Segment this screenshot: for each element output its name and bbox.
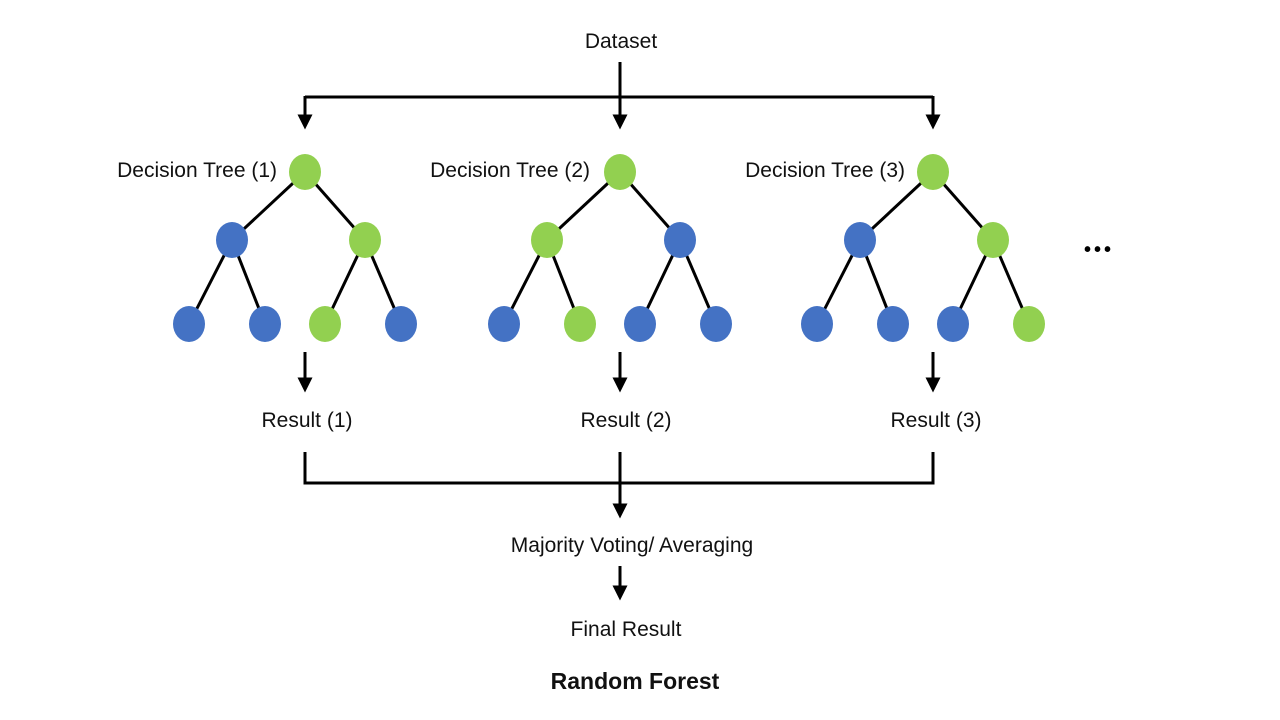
decision-tree-3 [801,154,1045,393]
results-merge-connector [303,452,935,601]
tree-node [977,222,1009,258]
tree-node [531,222,563,258]
result2-label: Result (2) [580,409,672,432]
tree-node-root [917,154,949,190]
tree-node-leaf [877,306,909,342]
tree-node-leaf [309,306,341,342]
tree-node-leaf [385,306,417,342]
diagram-title: Random Forest [550,668,720,694]
tree-node-leaf [801,306,833,342]
tree-node-root [604,154,636,190]
tree-node [349,222,381,258]
tree2-label: Decision Tree (2) [430,159,590,182]
tree-node-leaf [249,306,281,342]
tree-node [664,222,696,258]
decision-tree-2 [488,154,732,393]
tree-node-leaf [624,306,656,342]
tree-node-leaf [488,306,520,342]
aggregation-label: Majority Voting/ Averaging [510,534,754,557]
dataset-label: Dataset [584,30,658,53]
tree-node-leaf [700,306,732,342]
result1-label: Result (1) [261,409,353,432]
dataset-split-connector [297,62,941,130]
tree-node-leaf [1013,306,1045,342]
tree-node-leaf [937,306,969,342]
tree-node [216,222,248,258]
tree-node-leaf [564,306,596,342]
tree3-label: Decision Tree (3) [745,159,905,182]
tree-node [844,222,876,258]
result3-label: Result (3) [890,409,982,432]
final-result-label: Final Result [570,618,682,641]
decision-tree-1 [173,154,417,393]
more-trees-ellipsis: ••• [1084,239,1115,261]
tree-node-root [289,154,321,190]
tree-node-leaf [173,306,205,342]
tree1-label: Decision Tree (1) [117,159,277,182]
